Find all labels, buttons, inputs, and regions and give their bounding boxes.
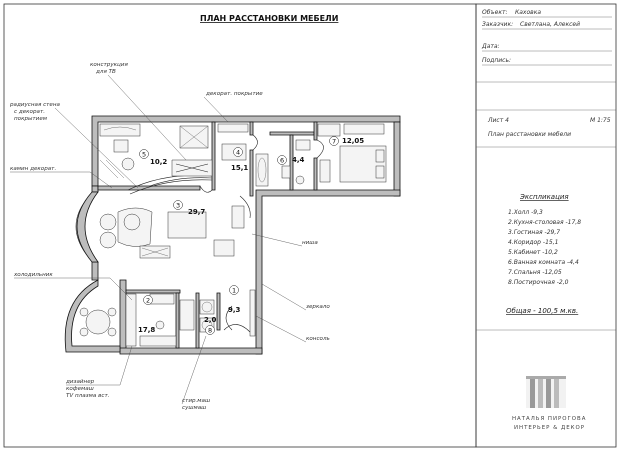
explication-item-1: 1.Холл -9,3 xyxy=(508,209,543,216)
annotation-coffee-2: кофемаш xyxy=(66,386,94,392)
brand-name: НАТАЛЬЯ ПИРОГОВА xyxy=(512,416,586,422)
room-5-area: 10,2 xyxy=(150,158,167,166)
annotation-fireplace: камин декорат. xyxy=(10,166,56,172)
room-labels: 1 9,3 2 17,8 3 29,7 4 15,1 5 10,2 6 4,4 … xyxy=(138,136,364,335)
object-value: Каховка xyxy=(515,9,541,16)
object-label: Объект: xyxy=(482,9,508,16)
annotation-fridge: холодильник xyxy=(13,272,53,278)
explication-item-5: 5.Кабинет -10,2 xyxy=(508,249,558,256)
annotation-coffee-1: дизайнер xyxy=(65,379,95,385)
room-6-area: 4,4 xyxy=(292,156,305,164)
explication-item-3: 3.Гостиная -29,7 xyxy=(508,229,560,236)
annotation-washer-1: стир.маш xyxy=(182,398,210,404)
annotation-tv-2: для ТВ xyxy=(95,69,116,75)
annotation-radius-wall-3: покрытием xyxy=(14,116,48,122)
client-value: Светлана, Алексей xyxy=(520,21,580,28)
room-7-number: 7 xyxy=(332,137,336,145)
annotation-decor-cover: декорат. покрытие xyxy=(205,91,263,97)
room-3-area: 29,7 xyxy=(188,208,205,216)
client-label: Заказчик: xyxy=(482,21,513,28)
explication-item-2: 2.Кухня-столовая -17,8 xyxy=(508,219,581,226)
annotations: конструкция для ТВ декорат. покрытие рад… xyxy=(9,62,330,411)
room-4-number: 4 xyxy=(236,148,240,156)
explication-title: Экспликация xyxy=(519,193,569,201)
sign-label: Подпись: xyxy=(482,57,511,64)
room-6-number: 6 xyxy=(280,156,284,164)
room-8-number: 8 xyxy=(208,326,212,334)
explication-item-7: 7.Спальня -12,05 xyxy=(508,269,562,276)
annotation-mirror: зеркало xyxy=(306,304,330,310)
room-2-number: 2 xyxy=(146,296,150,304)
annotation-washer-2: сушмаш xyxy=(182,405,206,411)
brand-tagline: ИНТЕРЬЕР & ДЕКОР xyxy=(514,425,585,431)
explication-item-6: 6.Ванная комната -4,4 xyxy=(508,259,579,266)
scale: М 1:75 xyxy=(590,117,611,124)
floor-plan xyxy=(64,115,401,355)
room-1-area: 9,3 xyxy=(228,306,241,314)
annotation-radius-wall-1: радиусная стена xyxy=(9,102,61,108)
annotation-radius-wall-2: с декорат. xyxy=(14,109,45,115)
room-2-area: 17,8 xyxy=(138,326,155,334)
annotation-tv-1: конструкция xyxy=(90,62,128,68)
title-block: Объект: Каховка Заказчик: Светлана, Алек… xyxy=(481,9,612,431)
room-8-area: 2,0 xyxy=(204,316,217,324)
room-1-number: 1 xyxy=(232,286,236,294)
annotation-console: консоль xyxy=(306,336,330,342)
room-5-number: 5 xyxy=(142,150,146,158)
plan-name: План расстановки мебели xyxy=(488,131,571,138)
plan-title: ПЛАН РАССТАНОВКИ МЕБЕЛИ xyxy=(200,14,338,23)
explication-item-4: 4.Коридор -15,1 xyxy=(508,239,558,246)
room-7-area: 12,05 xyxy=(342,137,364,145)
sheet-number: Лист 4 xyxy=(487,117,509,124)
annotation-niche: ниша xyxy=(302,240,318,246)
room-4-area: 15,1 xyxy=(231,164,248,172)
brand-logo xyxy=(526,376,566,408)
total-area: Общая - 100,5 м.кв. xyxy=(506,307,578,315)
room-3-number: 3 xyxy=(176,201,180,209)
annotation-coffee-3: ТV плазма вст. xyxy=(66,393,110,399)
title-block-frame xyxy=(475,3,617,448)
date-label: Дата: xyxy=(481,43,500,50)
explication-item-8: 8.Постирочная -2,0 xyxy=(508,279,569,286)
